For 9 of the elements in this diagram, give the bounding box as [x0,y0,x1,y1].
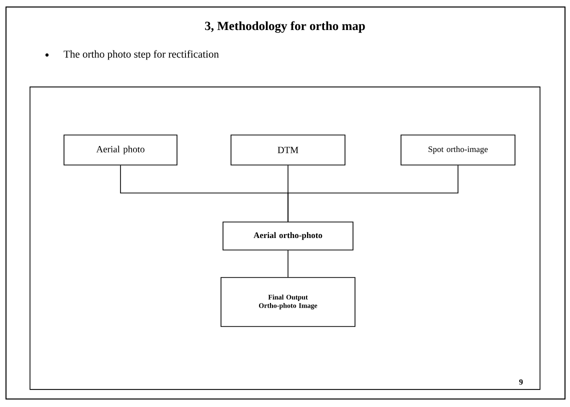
process-box: Spot ortho-image [400,134,516,166]
slide-title: 3, Methodology for ortho map [205,21,365,33]
diagram-panel [30,86,540,390]
process-box: Aerial photo [64,134,178,166]
bullet-text: The ortho photo step for rectification [64,50,219,60]
page-number: 9 [519,379,523,385]
process-box: Aerial ortho-photo [222,222,354,250]
connector-line [288,165,458,222]
process-box: DTM [230,134,346,166]
